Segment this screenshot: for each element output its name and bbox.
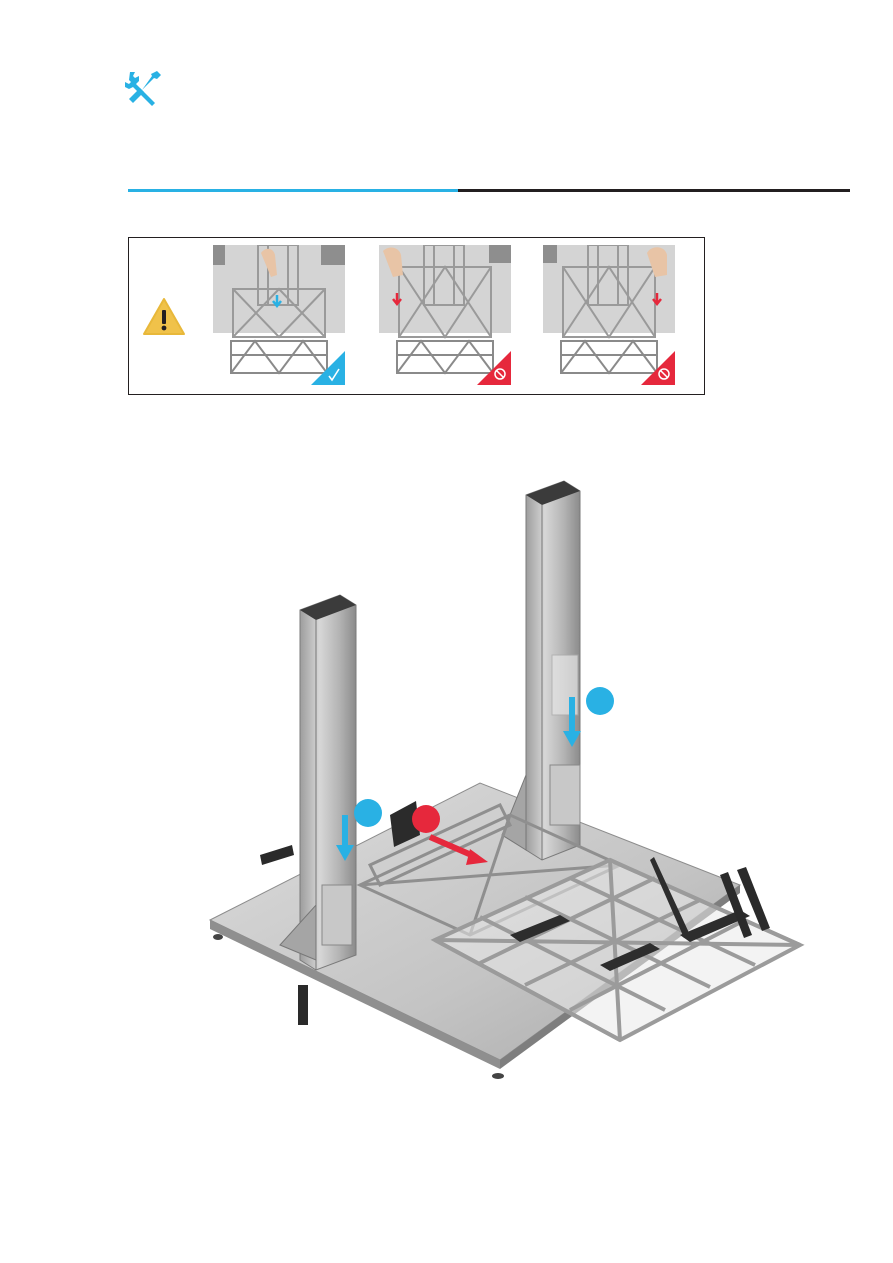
warning-icon [142, 297, 186, 337]
correct-method-photo [213, 245, 345, 385]
warning-box [128, 237, 705, 395]
incorrect-method-photo-2 [543, 245, 675, 385]
tools-icon [124, 70, 162, 106]
incorrect-method-photo-1 [379, 245, 511, 385]
section-rule-accent [128, 189, 458, 192]
section-rule [458, 189, 850, 192]
assembly-illustration [180, 465, 820, 1095]
